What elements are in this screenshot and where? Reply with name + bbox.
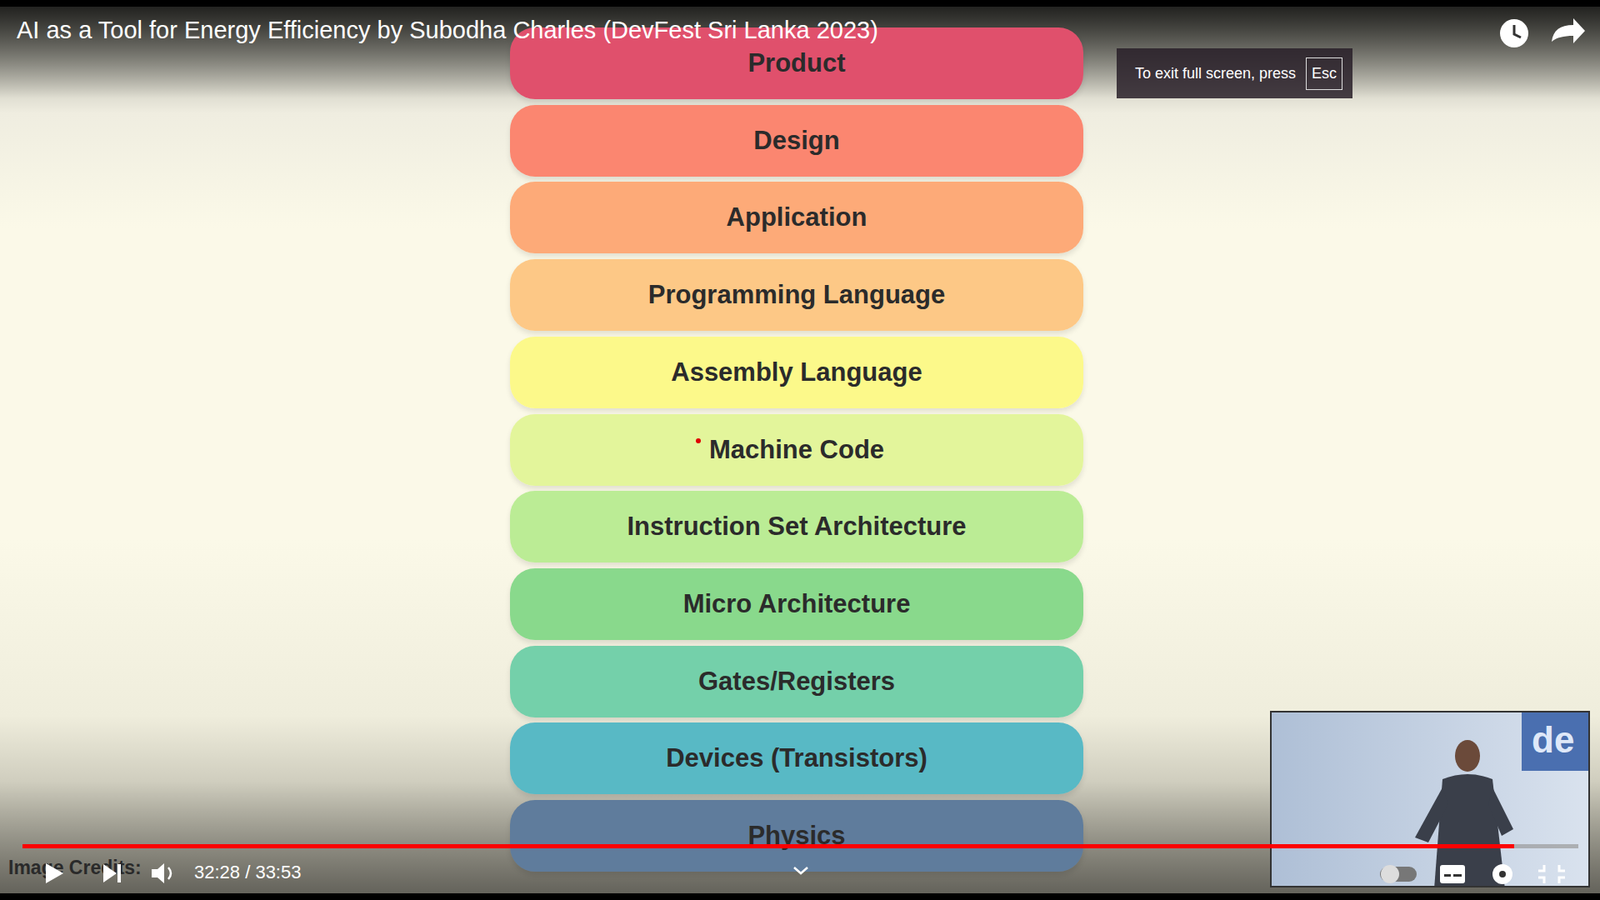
speaker-camera: de xyxy=(1270,710,1590,888)
toast-text: To exit full screen, press xyxy=(1135,65,1296,83)
layer-pill: Design xyxy=(510,105,1084,177)
progress-track xyxy=(22,844,1579,849)
layer-label: Design xyxy=(733,125,860,156)
subtitles-line xyxy=(1444,874,1451,877)
video-title: AI as a Tool for Energy Efficiency by Su… xyxy=(16,16,879,45)
layer-label: Gates/Registers xyxy=(678,666,915,697)
layer-label: Devices (Transistors) xyxy=(645,743,948,774)
brand-banner: de xyxy=(1521,712,1589,771)
layer-label: Micro Architecture xyxy=(663,589,931,620)
volume-wave xyxy=(168,867,171,880)
layer-label: Product xyxy=(727,48,865,79)
layer-pill: Micro Architecture xyxy=(510,568,1084,640)
clock-hands xyxy=(1514,25,1521,38)
settings-icon xyxy=(1492,864,1513,885)
layer-label: Machine Code xyxy=(689,435,905,465)
video-time: 32:28 / 33:53 xyxy=(194,861,301,884)
subtitles-line xyxy=(1453,874,1462,877)
fullscreen-toast: To exit full screen, press Esc xyxy=(1116,48,1353,99)
layer-pill: Instruction Set Architecture xyxy=(510,490,1084,563)
key-cap: Esc xyxy=(1305,57,1343,90)
chevron-icon xyxy=(794,867,808,874)
subtitles-icon xyxy=(1440,865,1465,884)
layer-label: Application xyxy=(706,202,888,233)
layer-pill: Physics xyxy=(510,800,1084,872)
layer-label: Instruction Set Architecture xyxy=(606,511,986,542)
layer-label: Programming Language xyxy=(628,280,966,310)
volume-icon xyxy=(151,863,165,884)
watch-later-icon xyxy=(1500,19,1529,48)
share-icon xyxy=(1551,18,1585,44)
layer-pill: Devices (Transistors) xyxy=(510,722,1084,795)
image-credits: Image Credits: xyxy=(8,856,142,880)
layer-pill: Gates/Registers xyxy=(510,645,1084,718)
next-bar xyxy=(117,864,121,883)
layer-pill: Machine Code xyxy=(510,414,1084,486)
toggle-knob xyxy=(1380,865,1400,884)
settings-hole xyxy=(1499,870,1506,878)
laser-pointer-dot xyxy=(693,435,704,446)
layer-pill: Programming Language xyxy=(510,259,1084,331)
progress-fill xyxy=(22,844,1515,849)
brand-text: de xyxy=(1531,719,1575,761)
layer-pill: Assembly Language xyxy=(510,336,1084,409)
layer-label: Assembly Language xyxy=(650,357,942,388)
layer-pill: Application xyxy=(510,181,1084,254)
